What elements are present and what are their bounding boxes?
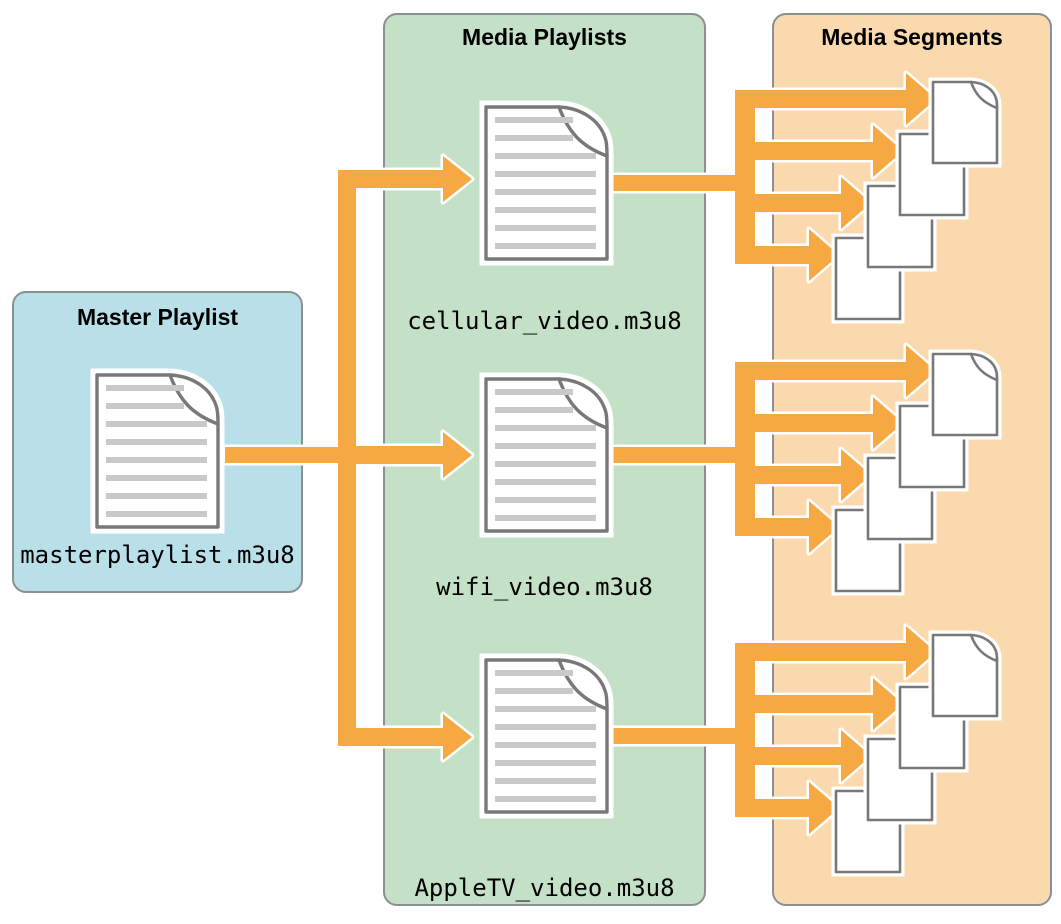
media-playlists-title: Media Playlists xyxy=(462,24,627,50)
cellular-file-label: cellular_video.m3u8 xyxy=(407,307,682,335)
segment-file-icon-cellular-1 xyxy=(928,77,1002,168)
master-playlist-file-icon xyxy=(86,364,228,538)
wifi-playlist-file-icon xyxy=(475,368,617,542)
master-file-label: masterplaylist.m3u8 xyxy=(20,541,295,569)
media-segments-title: Media Segments xyxy=(821,24,1003,50)
segment-file-icon-wifi-1 xyxy=(928,349,1002,440)
appletv-file-label: AppleTV_video.m3u8 xyxy=(414,874,675,902)
segment-file-icon-appletv-1 xyxy=(928,630,1002,721)
appletv-playlist-file-icon xyxy=(475,649,617,823)
wifi-file-label: wifi_video.m3u8 xyxy=(436,573,653,601)
cellular-playlist-file-icon xyxy=(475,96,617,270)
master-panel-title: Master Playlist xyxy=(76,304,239,330)
